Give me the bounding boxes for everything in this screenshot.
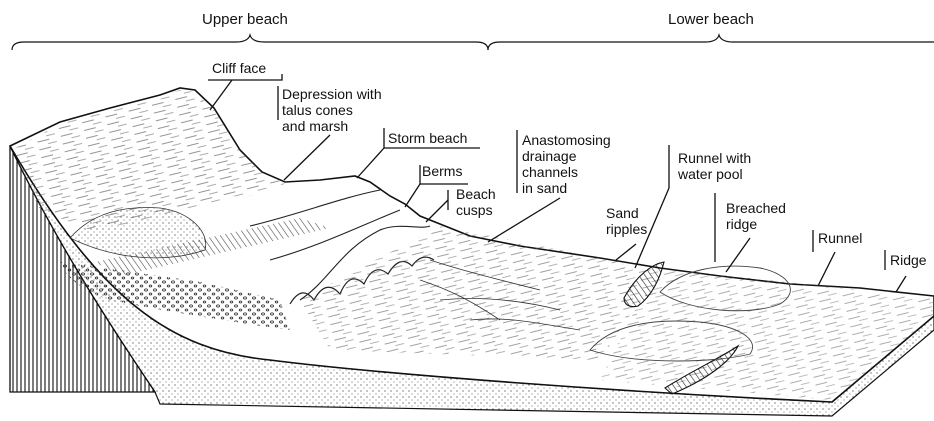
runnel-pool-label: Runnel with water pool	[678, 150, 751, 182]
lower-beach-brace	[488, 35, 934, 50]
runnel-pool-label-line-2: water pool	[678, 166, 751, 182]
anastomosing-label-line-3: channels	[522, 164, 611, 180]
breached-ridge-label-line-2: ridge	[726, 216, 786, 232]
depression-label-line-1: Depression with	[282, 86, 382, 102]
storm-beach-label: Storm beach	[388, 130, 467, 146]
depression-label-line-2: talus cones	[282, 102, 382, 118]
berms-label: Berms	[422, 163, 462, 179]
upper-beach-brace	[12, 35, 488, 50]
beach-cusps-label-line-1: Beach	[456, 186, 496, 202]
breached-ridge-label-line-1: Breached	[726, 200, 786, 216]
depression-label-line-3: and marsh	[282, 118, 382, 134]
sand-ripples-label-line-2: ripples	[606, 221, 647, 237]
ridge-label: Ridge	[890, 252, 927, 268]
lower-beach-label: Lower beach	[668, 12, 754, 28]
upper-beach-label: Upper beach	[202, 12, 288, 28]
beach-cusps-label-line-2: cusps	[456, 202, 496, 218]
sand-ripples-label-line-1: Sand	[606, 205, 647, 221]
anastomosing-label-line-2: drainage	[522, 148, 611, 164]
runnel-label: Runnel	[818, 230, 862, 246]
anastomosing-label-line-4: in sand	[522, 180, 611, 196]
cliff-face-label: Cliff face	[212, 60, 266, 76]
anastomosing-label-line-1: Anastomosing	[522, 132, 611, 148]
runnel-pool-label-line-1: Runnel with	[678, 150, 751, 166]
breached-ridge-label: Breached ridge	[726, 200, 786, 232]
depression-label: Depression with talus cones and marsh	[282, 86, 382, 134]
anastomosing-label: Anastomosing drainage channels in sand	[522, 132, 611, 196]
sand-ripples-label: Sand ripples	[606, 205, 647, 237]
beach-cusps-label: Beach cusps	[456, 186, 496, 218]
